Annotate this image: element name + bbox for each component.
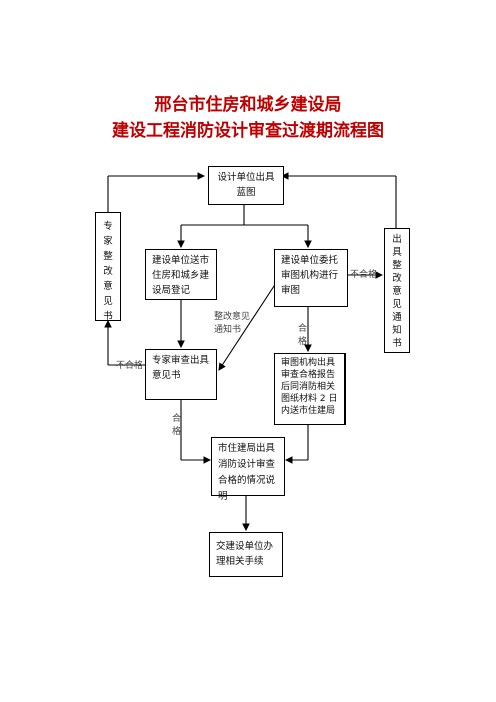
rectify-notice-label-2: 通知书 (214, 325, 242, 335)
rectify-notice-char: 出 (392, 234, 402, 245)
expert-rectify-char: 改 (103, 266, 113, 277)
expert-rectify-char: 书 (103, 311, 113, 322)
expert-rectify-box: 专 家 整 改 意 见 书 (95, 212, 121, 322)
expert-rectify-char: 专 (103, 221, 113, 232)
review-report-box: 审图机构出具审查合格报告后同消防相关图纸材料 2 日内送市住建局 (274, 353, 346, 425)
title-line-1: 邢台市住房和城乡建设局 (154, 95, 342, 115)
fail-label-left: 不合格 (116, 361, 144, 371)
rectify-notice-char: 知 (392, 325, 402, 336)
expert-rectify-char: 见 (103, 296, 113, 307)
expert-rectify-char: 家 (103, 236, 113, 247)
rectify-notice-char: 见 (392, 299, 402, 310)
entrust-box: 建设单位委托审图机构进行审图 (274, 249, 348, 307)
rectify-notice-char: 书 (392, 338, 402, 349)
rectify-notice-char: 通 (392, 312, 402, 323)
pass-label-right-2: 格 (298, 337, 308, 347)
expert-opinion-box: 专家审查出具意见书 (145, 349, 217, 400)
rectify-notice-box: 出 具 整 改 意 见 通 知 书 (384, 228, 410, 353)
pass-label-right-1: 合 (298, 324, 308, 334)
pass-label-left-2: 格 (172, 427, 182, 437)
rectify-notice-label-1: 整改意见 (214, 312, 251, 322)
expert-rectify-char: 意 (103, 281, 113, 292)
pass-label-left-1: 合 (172, 414, 182, 424)
design-unit-box: 设计单位出具蓝图 (208, 166, 284, 205)
fail-label-right: 不合格 (350, 270, 378, 280)
bureau-result-box: 市住建局出具消防设计审查合格的情况说明 (211, 437, 285, 502)
rectify-notice-char: 意 (392, 286, 402, 297)
expert-rectify-char: 整 (103, 251, 113, 262)
handover-box: 交建设单位办理相关手续 (209, 532, 283, 577)
rectify-notice-char: 整 (392, 260, 402, 271)
rectify-notice-char: 改 (392, 273, 402, 284)
title-line-2: 建设工程消防设计审查过渡期流程图 (112, 121, 384, 141)
register-box: 建设单位送市住房和城乡建设局登记 (145, 249, 217, 300)
rectify-notice-char: 具 (392, 247, 402, 258)
